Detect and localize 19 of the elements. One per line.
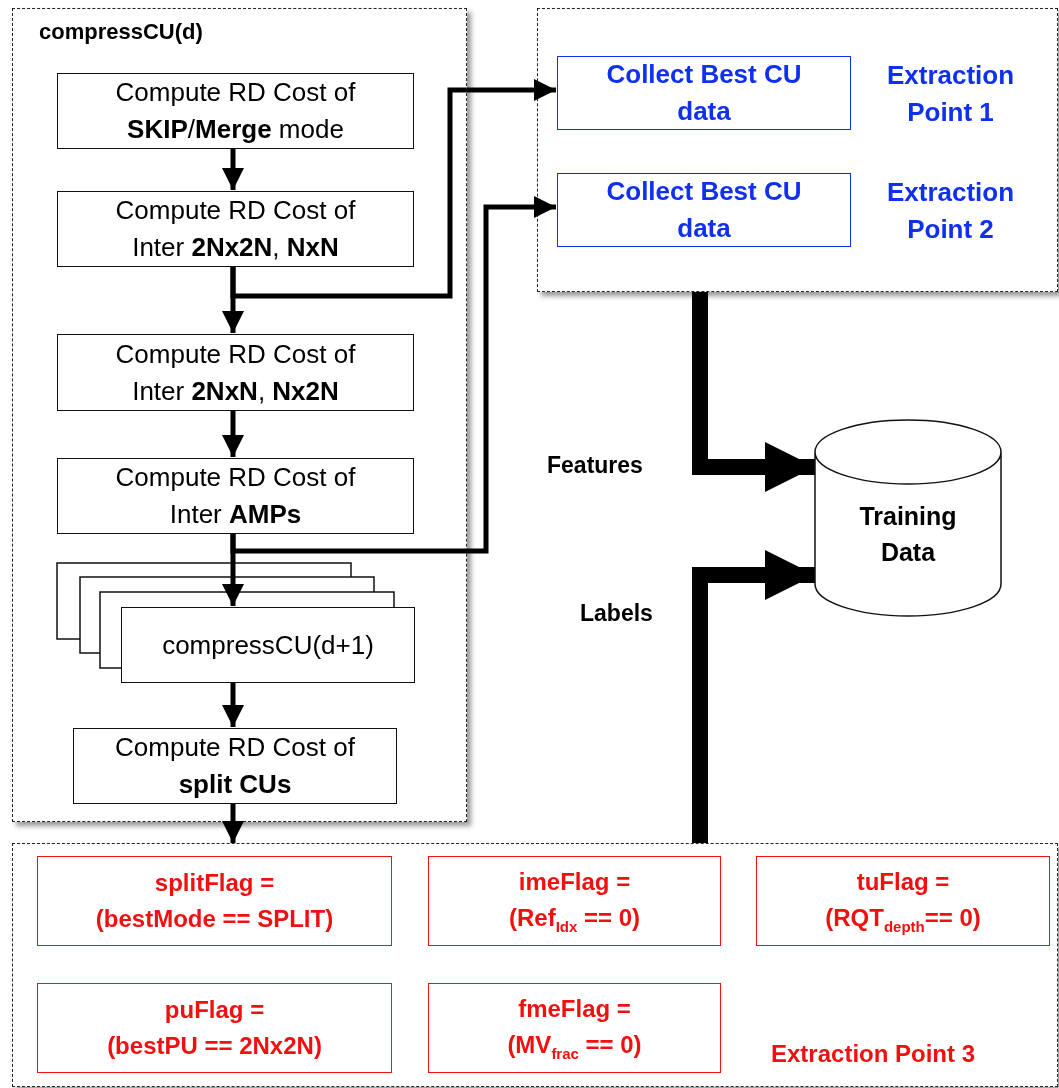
flag-box: puFlag = (bestPU == 2Nx2N) (37, 983, 392, 1073)
flag-box: fmeFlag = (MV$_{frac}$ == 0) (428, 983, 721, 1073)
panel-title: compressCU(d) (39, 19, 203, 45)
panel-title: Extraction Point 3 (771, 1040, 976, 1068)
process-box: Compute RD Cost of Inter AMPs (57, 458, 414, 534)
process-box: Compute RD Cost of split CUs (73, 728, 397, 804)
process-box: Compute RD Cost of Inter 2NxN, Nx2N (57, 334, 414, 411)
dashed-panel (537, 8, 1058, 292)
dashed-panel (12, 843, 1058, 1087)
database-label: Training Data (858, 500, 958, 568)
flag-box: splitFlag = (bestMode == SPLIT) (37, 856, 392, 946)
flag-box: imeFlag = (Ref$_{Idx}$ == 0) (428, 856, 721, 946)
process-box: compressCU(d+1) (121, 607, 415, 683)
process-box: Compute RD Cost of Inter 2Nx2N, NxN (57, 191, 414, 267)
extraction-point-label: Extraction Point 2 (885, 176, 1016, 246)
extraction-point-label: Extraction Point 1 (885, 59, 1016, 129)
dashed-panel (12, 8, 467, 822)
flag-box: tuFlag = (RQT$_{depth}$== 0) (756, 856, 1050, 946)
process-box: Compute RD Cost of SKIP/Merge mode (57, 73, 414, 149)
